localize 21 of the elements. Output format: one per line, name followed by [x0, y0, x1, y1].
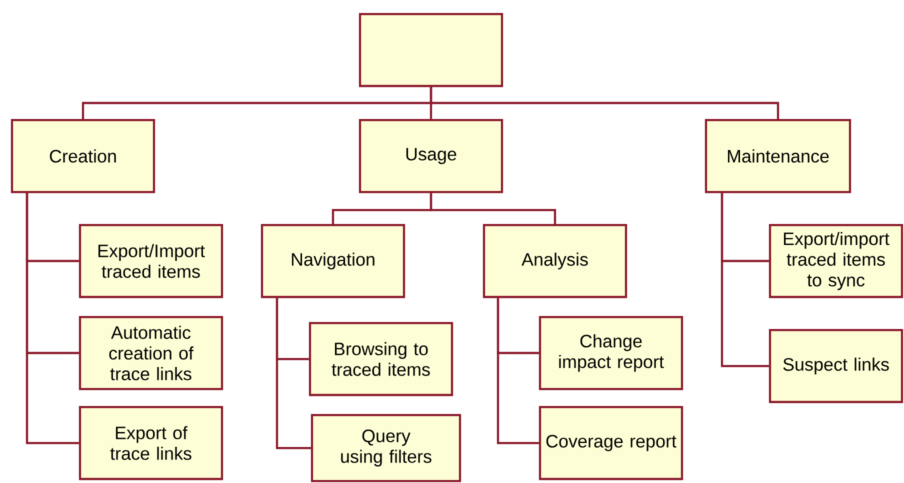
connector: [430, 193, 556, 224]
feature-box: Maintenance: [704, 118, 852, 194]
feature-box: Suspect links: [768, 328, 904, 404]
feature-box: Analysis: [482, 224, 628, 298]
feature-box: Export of trace links: [78, 406, 224, 480]
feature-box: [358, 12, 504, 88]
feature-box: Usage: [358, 118, 504, 194]
feature-box: Export/import traced items to sync: [768, 224, 904, 298]
connector: [720, 193, 769, 368]
connector: [496, 298, 539, 444]
feature-box: Browsing to traced items: [308, 322, 454, 396]
feature-box: Navigation: [260, 224, 406, 298]
connector: [276, 298, 311, 450]
feature-box: Creation: [10, 118, 156, 194]
connector: [26, 193, 79, 444]
feature-box: Export/Import traced items: [78, 224, 224, 298]
connector: [430, 87, 780, 119]
feature-box: Coverage report: [538, 406, 684, 480]
feature-box: Query using filters: [310, 414, 462, 482]
feature-box: Automatic creation of trace links: [78, 316, 224, 390]
feature-box: Change impact report: [538, 316, 684, 390]
